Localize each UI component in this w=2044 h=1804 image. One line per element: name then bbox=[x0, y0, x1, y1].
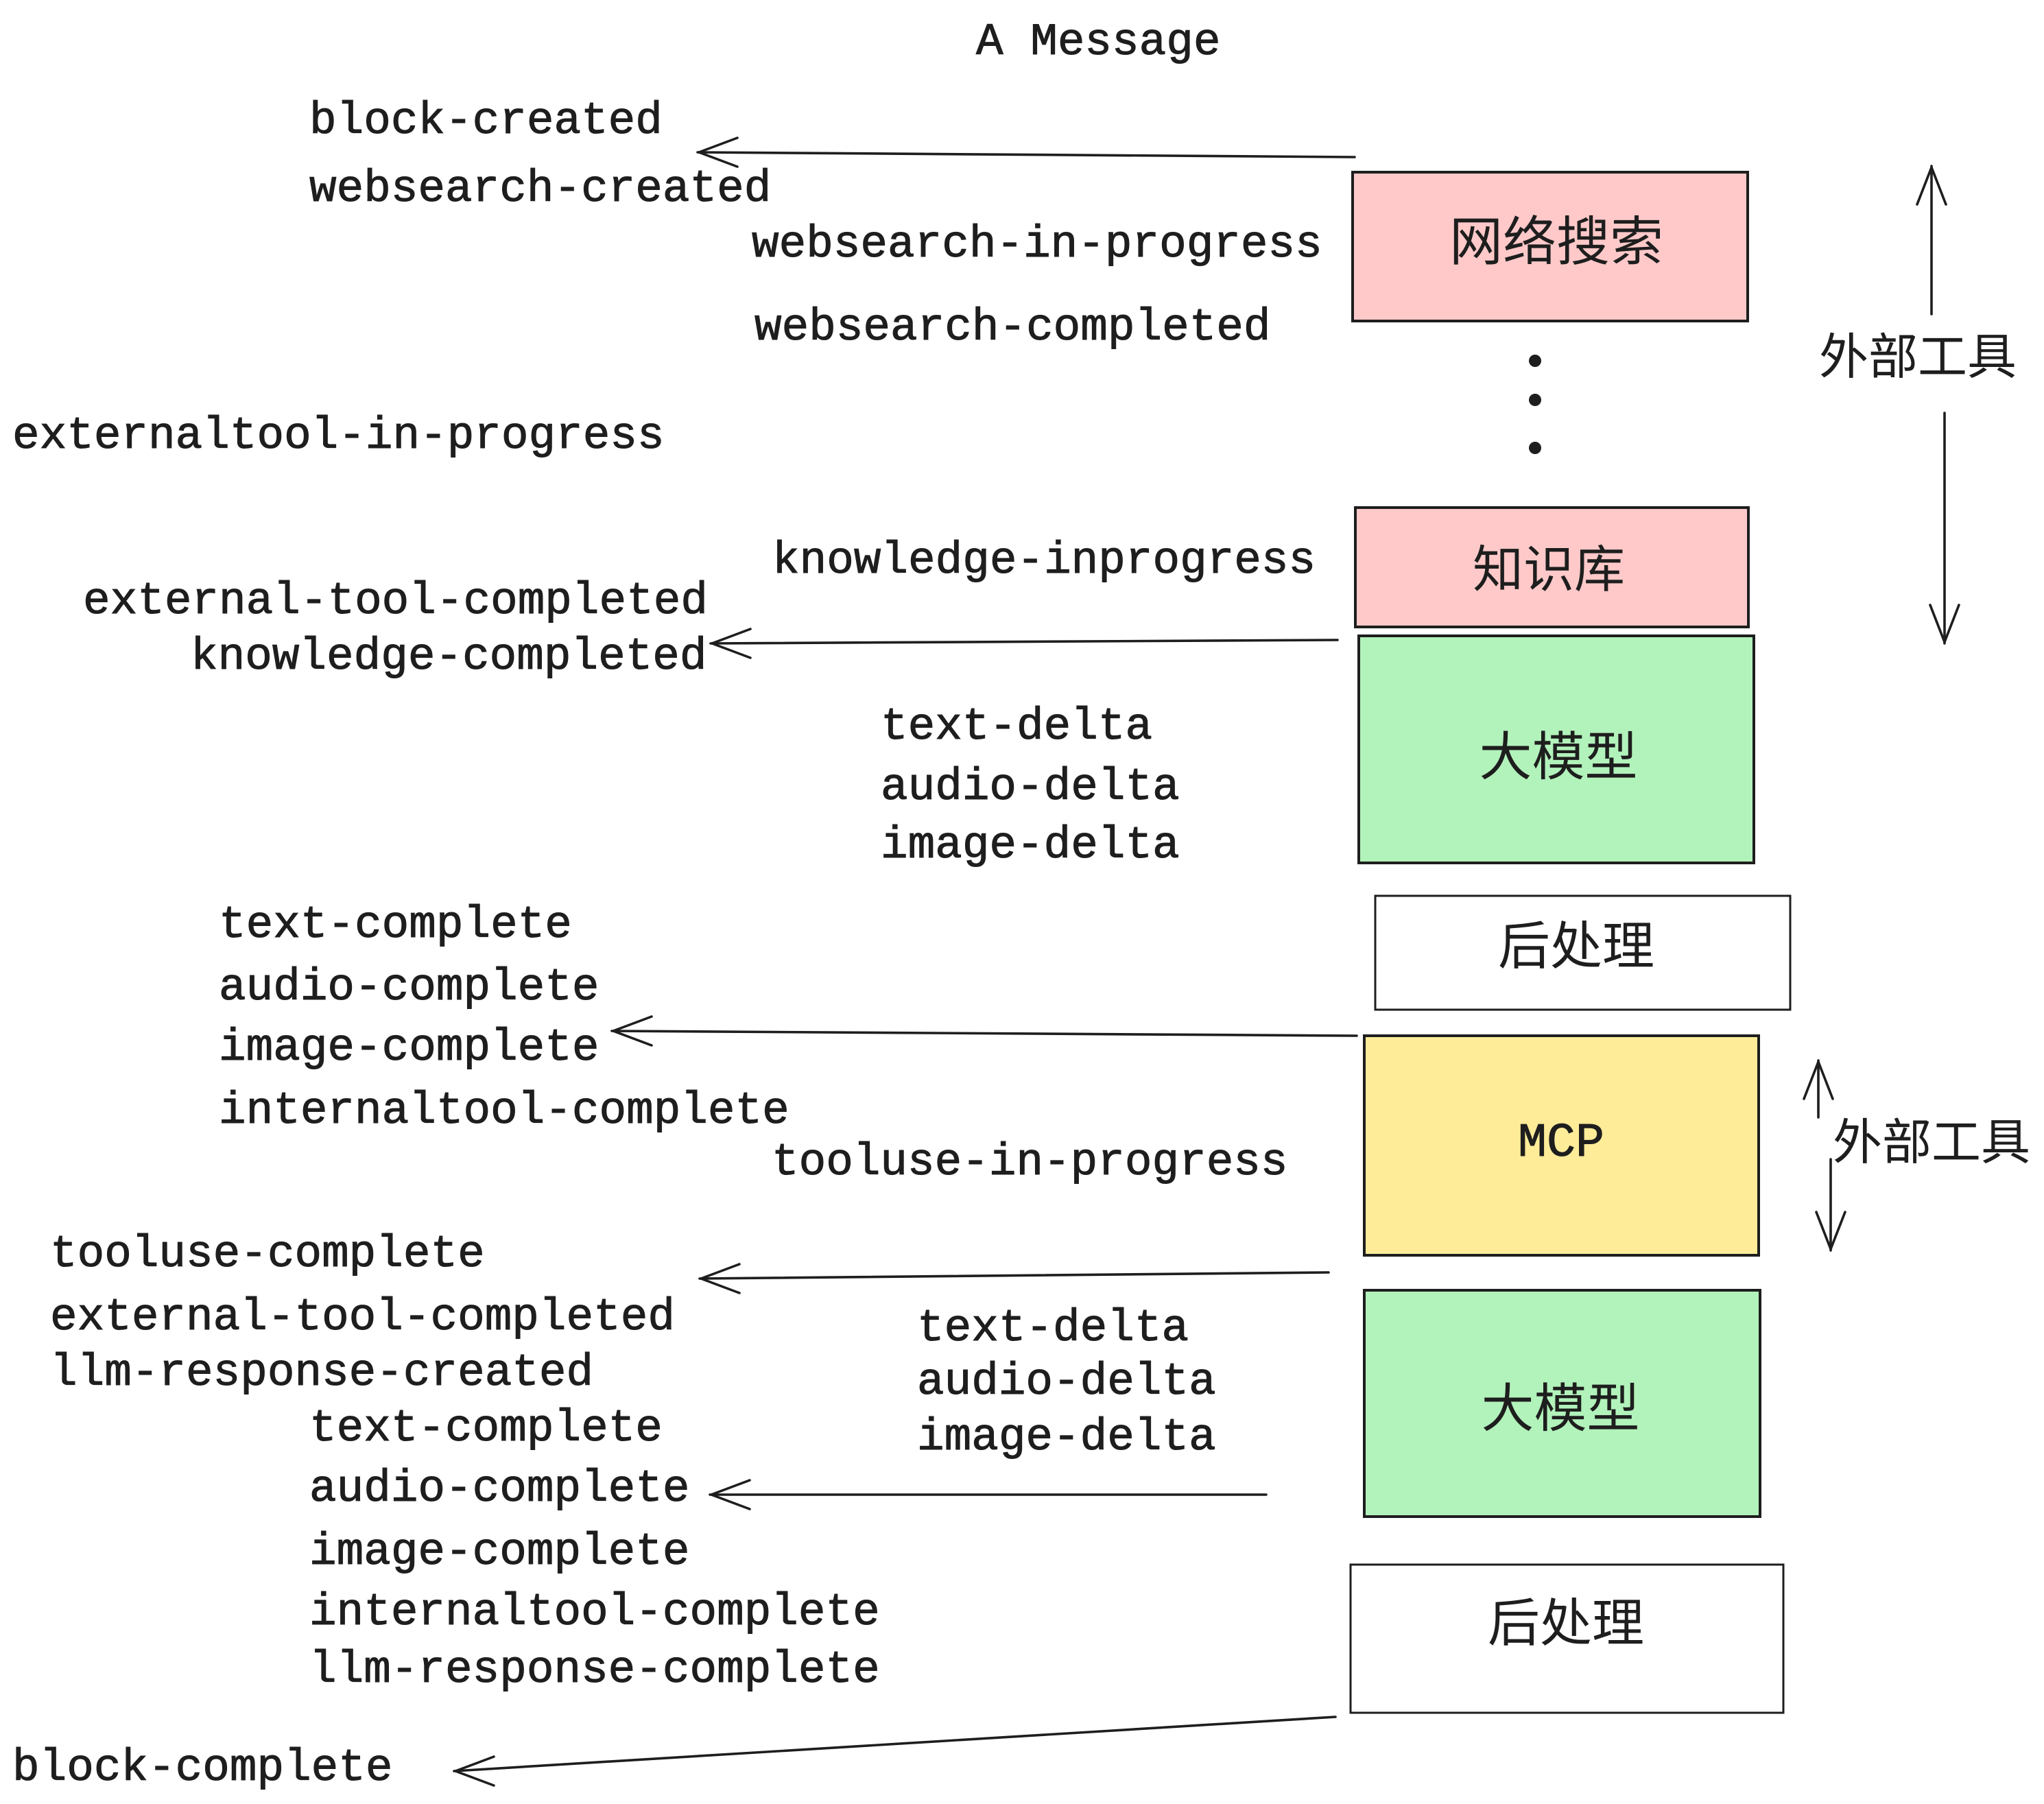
svg-text:block-complete: block-complete bbox=[12, 1742, 393, 1794]
svg-text:llm-response-created: llm-response-created bbox=[50, 1347, 593, 1399]
svg-text:websearch-created: websearch-created bbox=[309, 163, 771, 215]
svg-text:image-complete: image-complete bbox=[219, 1022, 599, 1073]
svg-text:A Message: A Message bbox=[976, 16, 1220, 68]
svg-text:websearch-in-progress: websearch-in-progress bbox=[752, 219, 1322, 270]
svg-text:block-created: block-created bbox=[309, 95, 663, 147]
svg-text:text-delta: text-delta bbox=[881, 701, 1152, 752]
svg-text:external-tool-completed: external-tool-completed bbox=[50, 1292, 675, 1343]
svg-text:audio-complete: audio-complete bbox=[309, 1463, 690, 1515]
svg-text:externaltool-in-progress: externaltool-in-progress bbox=[12, 410, 665, 462]
svg-text:internaltool-complete: internaltool-complete bbox=[219, 1085, 789, 1137]
svg-text:knowledge-completed: knowledge-completed bbox=[191, 631, 707, 683]
svg-text:MCP: MCP bbox=[1518, 1117, 1604, 1171]
svg-text:websearch-completed: websearch-completed bbox=[754, 302, 1271, 353]
svg-text:image-complete: image-complete bbox=[309, 1526, 690, 1578]
svg-text:llm-response-complete: llm-response-complete bbox=[309, 1644, 880, 1696]
svg-text:internaltool-complete: internaltool-complete bbox=[309, 1587, 880, 1638]
svg-text:text-complete: text-complete bbox=[219, 899, 572, 951]
svg-text:audio-delta: audio-delta bbox=[917, 1356, 1216, 1408]
svg-text:image-delta: image-delta bbox=[917, 1412, 1216, 1463]
svg-text:audio-complete: audio-complete bbox=[219, 962, 599, 1013]
svg-text:text-delta: text-delta bbox=[917, 1303, 1189, 1354]
svg-text:external-tool-completed: external-tool-completed bbox=[83, 575, 708, 627]
svg-text:audio-delta: audio-delta bbox=[881, 761, 1180, 813]
svg-text:image-delta: image-delta bbox=[881, 820, 1180, 871]
svg-text:knowledge-inprogress: knowledge-inprogress bbox=[772, 535, 1316, 586]
svg-text:tooluse-in-progress: tooluse-in-progress bbox=[772, 1137, 1288, 1188]
svg-text:text-complete: text-complete bbox=[309, 1403, 663, 1454]
svg-text:tooluse-complete: tooluse-complete bbox=[50, 1229, 485, 1280]
